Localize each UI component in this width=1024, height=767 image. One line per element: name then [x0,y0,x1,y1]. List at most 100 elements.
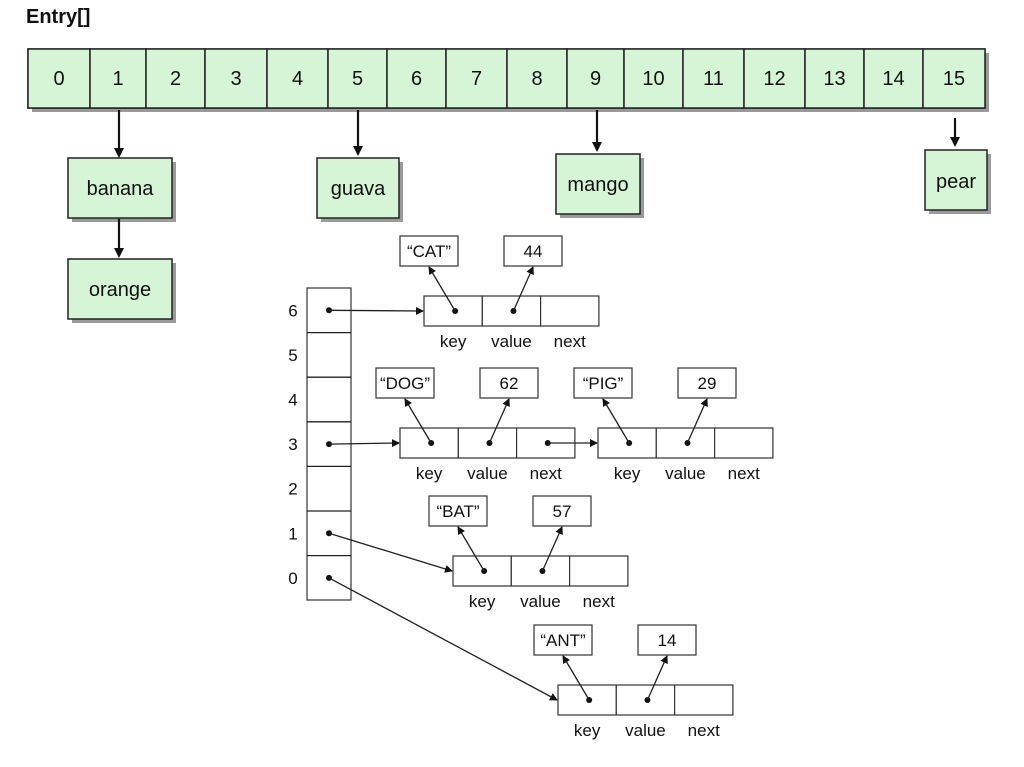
array-index-label: 2 [170,68,181,90]
value-text: 62 [500,374,519,393]
array-cell [743,48,806,109]
entry-box [67,258,173,320]
value-arrow [541,526,563,572]
key-box [399,235,459,267]
key-arrow [457,526,485,572]
value-box [637,624,697,656]
entry-label: pear [936,171,976,193]
value-box [479,367,539,399]
entry-box [924,149,988,211]
array-cell [327,48,388,109]
key-text: “ANT” [540,631,586,650]
array-index-label: 14 [882,68,904,90]
array-index-label: 3 [230,68,241,90]
array-cell [145,48,206,109]
value-text: 57 [553,502,572,521]
key-box [533,624,593,656]
table-row-index: 3 [288,435,297,454]
node-field-label: key [440,332,467,351]
array-cell [566,48,625,109]
key-text: “CAT” [407,242,451,261]
array-index-label: 4 [292,68,303,90]
bucket-to-node-arrow [328,306,424,315]
entry-label: orange [89,279,151,301]
value-box [677,367,737,399]
table-row-index: 5 [288,346,297,365]
bucket-to-node-arrow [328,532,453,573]
node-cell-next [539,295,600,327]
key-arrow [602,398,630,444]
key-arrow [562,655,590,701]
node-field-label: value [520,592,561,611]
array-cell [204,48,268,109]
node-field-label: value [625,721,666,740]
table-row-index: 2 [288,480,297,499]
node-cell-next [568,555,629,587]
node-field-label: value [467,464,508,483]
bucket-to-node-arrow [328,439,400,448]
key-text: “PIG” [583,374,624,393]
array-index-label: 1 [112,68,123,90]
node-cell-next [673,684,734,716]
entry-label: mango [567,174,628,196]
array-cell [266,48,329,109]
array-index-label: 7 [471,68,482,90]
node-cell-next [713,427,774,459]
array-cell [623,48,684,109]
array-cell [445,48,508,109]
entry-box [555,153,641,215]
array-index-label: 13 [823,68,845,90]
key-box [375,367,435,399]
diagram-title: Entry[] [26,6,91,28]
value-arrow [512,266,534,312]
array-index-label: 11 [703,68,724,90]
array-index-label: 8 [531,68,542,90]
array-cell [863,48,924,109]
key-box [573,367,633,399]
bucket-entries: banana orange guava mango pear [67,110,991,323]
key-text: “BAT” [436,502,479,521]
entry-label: guava [331,178,386,200]
value-box [503,235,563,267]
node-field-label: key [614,464,641,483]
table-row-index: 1 [288,524,297,543]
node-field-label: key [574,721,601,740]
table-row-index: 0 [288,569,297,588]
entry-box [67,157,173,219]
array-index-label: 5 [352,68,363,90]
value-box [532,495,592,527]
array-cell [89,48,147,109]
array-cell [506,48,568,109]
value-arrow [488,398,510,444]
node-field-label: next [688,721,720,740]
key-text: “DOG” [380,374,430,393]
node-field-label: next [728,464,760,483]
array-index-label: 6 [411,68,422,90]
array-index-label: 9 [590,68,601,90]
node-field-label: value [491,332,532,351]
node-field-label: next [554,332,586,351]
array-index-label: 0 [53,68,64,90]
value-text: 29 [698,374,717,393]
array-cell [922,48,986,109]
table-row-index: 6 [288,301,297,320]
array-cell [386,48,447,109]
node-field-label: next [583,592,615,611]
entry-box [316,157,400,219]
array-index-label: 10 [642,68,664,90]
node-field-label: key [416,464,443,483]
node-field-label: key [469,592,496,611]
value-arrow [646,655,668,701]
node-field-label: value [665,464,706,483]
node-field-label: next [530,464,562,483]
key-arrow [428,266,456,312]
array-index-label: 15 [943,68,965,90]
key-arrow [404,398,432,444]
entry-label: banana [87,178,155,200]
table-row-index: 4 [288,391,297,410]
value-arrow [686,398,708,444]
